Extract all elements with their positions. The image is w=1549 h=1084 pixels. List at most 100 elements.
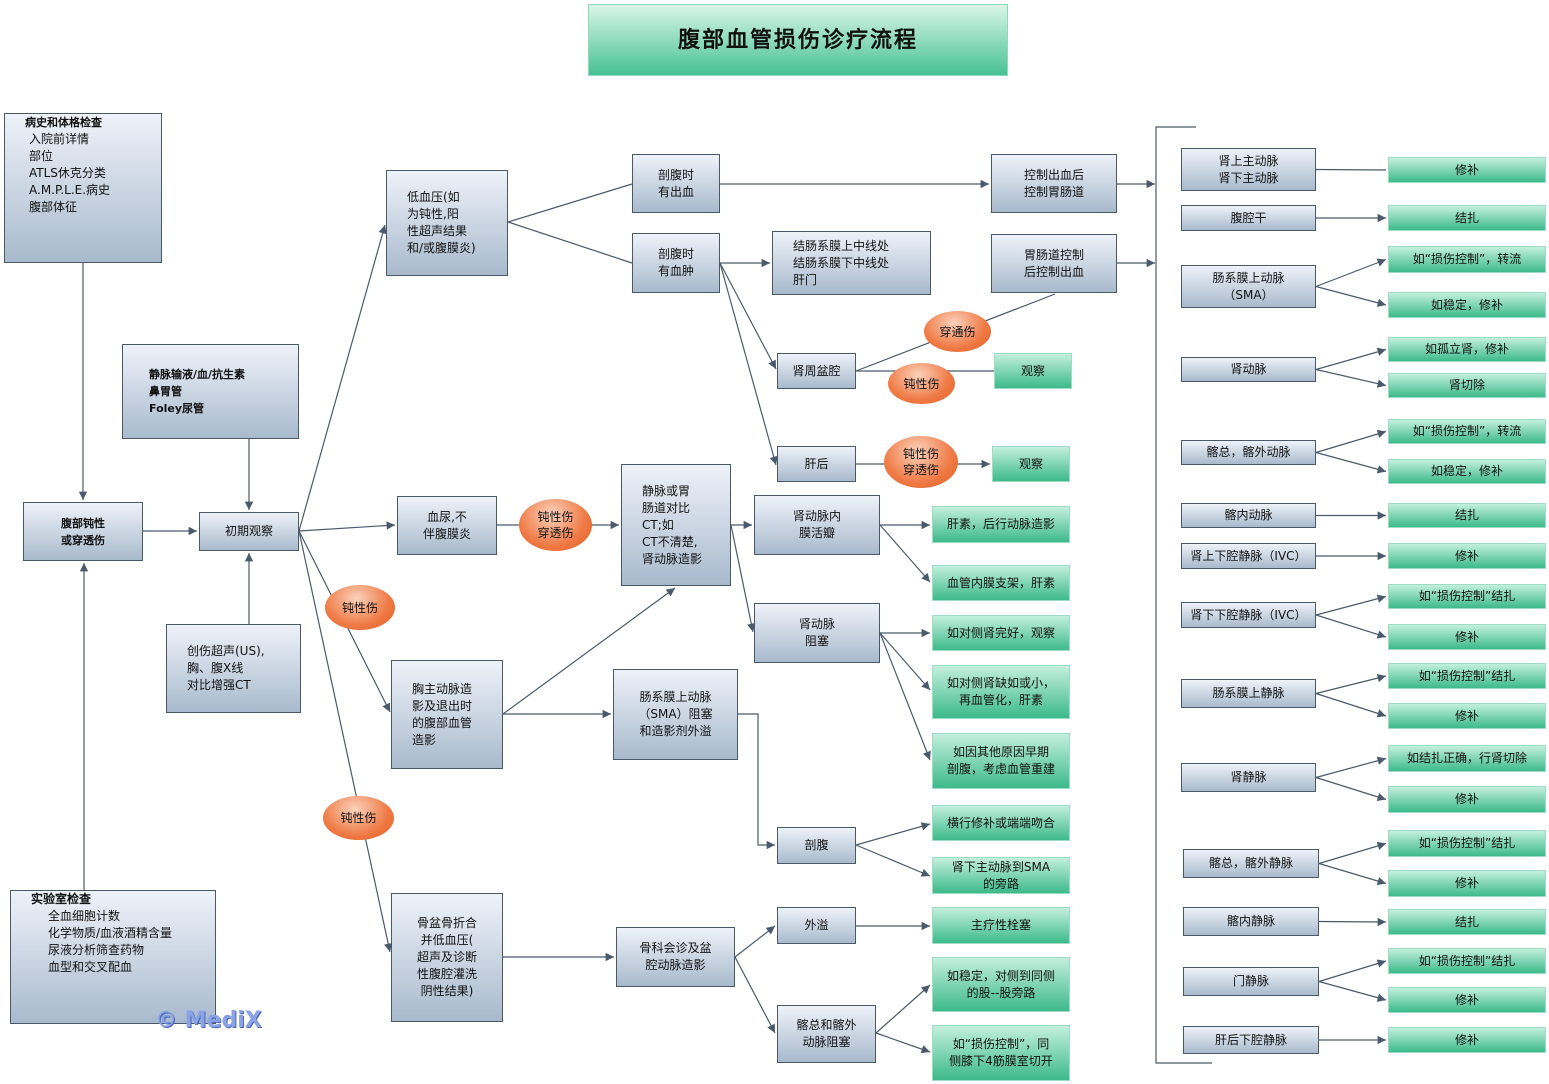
vessel-action: 如“损伤控制”，转流 bbox=[1388, 246, 1546, 273]
vessel-action: 如稳定，修补 bbox=[1388, 292, 1546, 318]
connector bbox=[1315, 776, 1387, 801]
gi-control-box: 胃肠道控制 后控制出血 bbox=[991, 234, 1117, 293]
vessel-box: 髂内静脉 bbox=[1183, 907, 1319, 936]
history-exam-box: 病史和体格检查 入院前详情 部位 ATLS休克分类 A.M.P.L.E.病史 腹… bbox=[4, 113, 162, 263]
vessel-box: 髂总，髂外静脉 bbox=[1183, 849, 1319, 878]
connector bbox=[1315, 368, 1387, 388]
vessel-action: 修补 bbox=[1388, 987, 1546, 1013]
connector bbox=[1315, 451, 1387, 474]
observe-outcome: 观察 bbox=[994, 353, 1072, 389]
vessel-action: 如稳定，修补 bbox=[1388, 459, 1546, 484]
heparin-outcome: 肝素，后行动脉造影 bbox=[932, 506, 1070, 543]
transverse-repair-outcome: 横行修补或端端吻合 bbox=[932, 805, 1070, 841]
blunt-penetrating-oval: 钝性伤 穿透伤 bbox=[519, 499, 592, 551]
vessel-action: 修补 bbox=[1388, 703, 1546, 729]
retrohepatic-box: 肝后 bbox=[777, 446, 856, 482]
connector bbox=[1315, 594, 1387, 616]
fem-fem-bypass-outcome: 如稳定，对侧到同侧 的股--股旁路 bbox=[932, 957, 1070, 1012]
vessel-action: 修补 bbox=[1388, 786, 1546, 813]
early-laparotomy-outcome: 如因其他原因早期 剖腹，考虑血管重建 bbox=[932, 733, 1070, 789]
blunt-penetrating-oval: 钝性伤 穿透伤 bbox=[884, 436, 958, 488]
extravasation-box: 外溢 bbox=[777, 907, 856, 944]
vessel-box: 髂内动脉 bbox=[1181, 503, 1316, 528]
lab-items: 全血细胞计数 化学物质/血液酒精含量 尿液分析筛查药物 血型和交叉配血 bbox=[48, 909, 173, 974]
lab-tests-box: 实验室检查 全血细胞计数 化学物质/血液酒精含量 尿液分析筛查药物 血型和交叉配… bbox=[10, 890, 216, 1024]
renal-intimal-flap-box: 肾动脉内 膜活瓣 bbox=[754, 495, 880, 555]
abdominal-injury-box: 腹部钝性 或穿透伤 bbox=[23, 502, 143, 561]
history-heading: 病史和体格检查 bbox=[25, 116, 102, 129]
connector bbox=[1318, 959, 1387, 983]
colon-mesentery-box: 结肠系膜上中线处 结肠系膜下中线处 肝门 bbox=[772, 231, 931, 295]
vessel-action: 如“损伤控制”结扎 bbox=[1388, 663, 1546, 689]
medix-watermark: © MediX bbox=[155, 1008, 262, 1033]
connector bbox=[1315, 285, 1387, 307]
vessel-action: 结扎 bbox=[1388, 909, 1546, 935]
blunt-oval: 钝性伤 bbox=[325, 585, 395, 630]
hypotension-box: 低血压(如 为钝性,阳 性超声结果 和/或腹膜炎) bbox=[386, 170, 508, 276]
vessel-action: 结扎 bbox=[1388, 503, 1546, 528]
laparotomy-box: 剖腹 bbox=[777, 827, 856, 864]
control-bleeding-box: 控制出血后 控制胃肠道 bbox=[991, 154, 1117, 213]
contralateral-absent-outcome: 如对侧肾缺如或小， 再血管化，肝素 bbox=[932, 665, 1070, 719]
page-title: 腹部血管损伤诊疗流程 bbox=[588, 4, 1008, 76]
vessel-action: 如“损伤控制”结扎 bbox=[1388, 584, 1546, 609]
bypass-outcome: 肾下主动脉到SMA 的旁路 bbox=[932, 857, 1070, 894]
imaging-box: 创伤超声(US), 胸、腹X线 对比增强CT bbox=[166, 624, 301, 713]
thoracic-angiography-box: 胸主动脉造 影及退出时 的腹部血管 造影 bbox=[391, 660, 503, 769]
vessel-action: 如“损伤控制”结扎 bbox=[1388, 830, 1546, 857]
vessel-box: 髂总，髂外动脉 bbox=[1181, 440, 1316, 465]
hematoma-at-laparotomy-box: 剖腹时 有血肿 bbox=[632, 233, 720, 293]
blunt-oval: 钝性伤 bbox=[888, 363, 955, 404]
initial-observation-box: 初期观察 bbox=[199, 512, 299, 551]
bleeding-at-laparotomy-box: 剖腹时 有出血 bbox=[632, 154, 720, 213]
vessel-box: 肾上下腔静脉（IVC） bbox=[1181, 543, 1316, 569]
vessel-box: 肾动脉 bbox=[1181, 357, 1316, 382]
renal-artery-occlusion-box: 肾动脉 阻塞 bbox=[754, 603, 880, 663]
connector bbox=[1315, 258, 1387, 288]
vessel-box: 肠系膜上静脉 bbox=[1181, 679, 1316, 708]
vessel-box: 门静脉 bbox=[1183, 967, 1319, 996]
vessel-action: 结扎 bbox=[1388, 205, 1546, 231]
connector bbox=[1315, 429, 1387, 454]
vessel-box: 肠系膜上动脉 （SMA） bbox=[1181, 265, 1316, 308]
vessel-action: 修补 bbox=[1388, 1027, 1546, 1053]
iv-fluids-box: 静脉输液/血/抗生素 鼻胃管 Foley尿管 bbox=[122, 344, 299, 439]
vessel-box: 肾上主动脉 肾下主动脉 bbox=[1181, 148, 1316, 191]
embolization-outcome: 主疗性栓塞 bbox=[932, 907, 1070, 944]
contralateral-ok-outcome: 如对侧肾完好，观察 bbox=[932, 615, 1070, 651]
lab-heading: 实验室检查 bbox=[31, 892, 92, 906]
vessel-action: 修补 bbox=[1388, 624, 1546, 650]
vessel-action: 如结扎正确，行肾切除 bbox=[1388, 745, 1546, 772]
vessel-action: 如孤立肾，修补 bbox=[1388, 337, 1546, 362]
stent-outcome: 血管内膜支架，肝素 bbox=[932, 565, 1070, 601]
connector bbox=[1315, 692, 1387, 718]
vessel-box: 肝后下腔静脉 bbox=[1183, 1026, 1319, 1054]
connector bbox=[1318, 862, 1387, 886]
hematuria-box: 血尿,不 伴腹膜炎 bbox=[397, 496, 497, 555]
connector bbox=[1315, 756, 1387, 779]
vessel-action: 修补 bbox=[1388, 543, 1546, 569]
penetrating-oval: 穿通伤 bbox=[924, 311, 991, 352]
connector bbox=[1318, 980, 1387, 1002]
venous-ct-box: 静脉或胃 肠道对比 CT;如 CT不清楚, 肾动脉造影 bbox=[621, 464, 731, 586]
fasciotomy-outcome: 如“损伤控制”，同 侧膝下4筋膜室切开 bbox=[932, 1025, 1070, 1081]
vessel-box: 肾静脉 bbox=[1181, 763, 1316, 792]
sma-occlusion-box: 肠系膜上动脉 （SMA）阻塞 和造影剂外溢 bbox=[613, 669, 738, 760]
connector bbox=[1315, 673, 1387, 695]
connector bbox=[1315, 614, 1387, 639]
connector bbox=[1318, 841, 1387, 865]
iliac-occlusion-box: 髂总和髂外 动脉阻塞 bbox=[777, 1005, 876, 1063]
vessel-box: 腹腔干 bbox=[1181, 205, 1316, 231]
vessel-action: 肾切除 bbox=[1388, 373, 1546, 398]
vessel-action: 修补 bbox=[1388, 870, 1546, 897]
connector bbox=[1315, 347, 1387, 371]
vessel-action: 如“损伤控制”，转流 bbox=[1388, 419, 1546, 444]
vessel-box: 肾下下腔静脉（IVC） bbox=[1181, 602, 1316, 628]
pelvic-fracture-box: 骨盆骨折合 并低血压( 超声及诊断 性腹腔灌洗 阴性结果) bbox=[391, 893, 503, 1022]
connector bbox=[1315, 168, 1387, 171]
history-items: 入院前详情 部位 ATLS休克分类 A.M.P.L.E.病史 腹部体征 bbox=[29, 132, 111, 214]
blunt-oval: 钝性伤 bbox=[323, 796, 394, 840]
connector bbox=[1318, 917, 1387, 927]
vessel-action: 如“损伤控制”结扎 bbox=[1388, 948, 1546, 974]
